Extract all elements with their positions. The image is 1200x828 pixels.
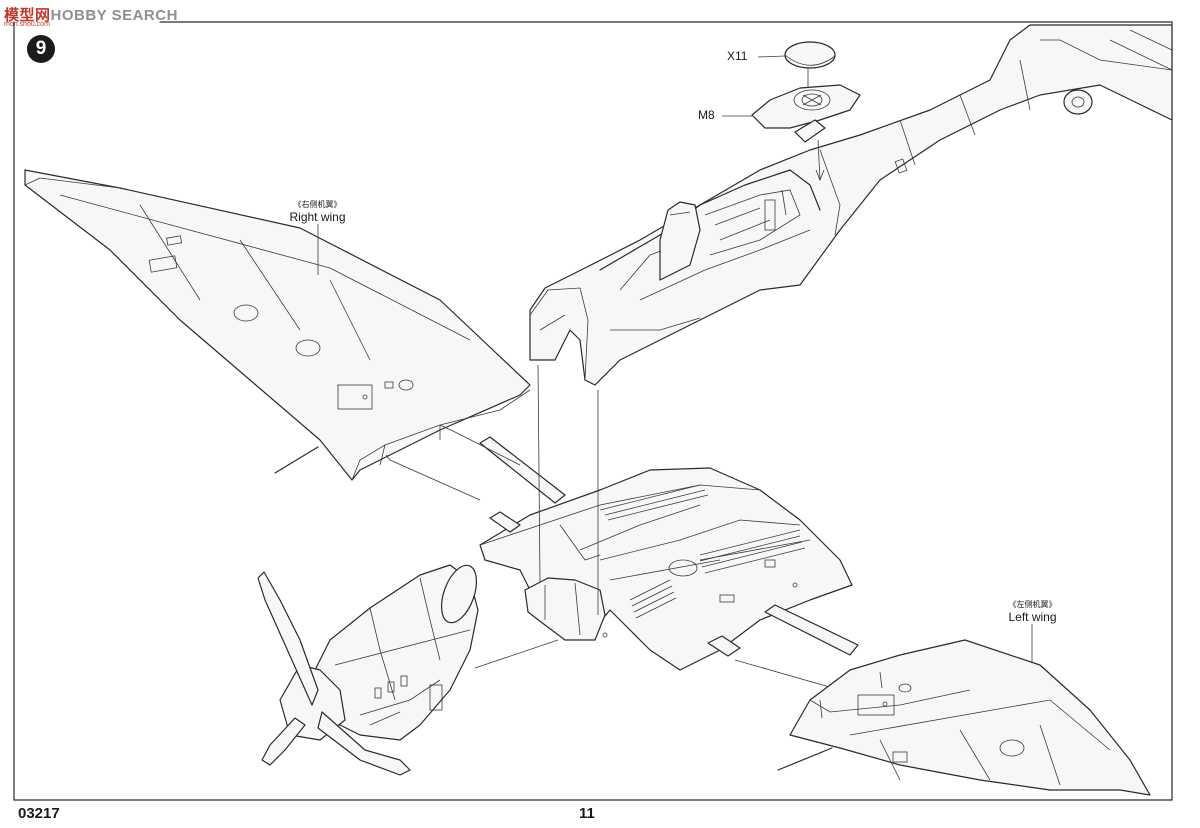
right-wing-part [24,169,531,481]
left-wing-label: 《左侧机翼》 Left wing [985,600,1080,624]
left-wing-label-cn: 《左侧机翼》 [1008,600,1057,609]
watermark-en: HOBBY SEARCH [50,7,178,24]
page-number: 11 [579,805,595,822]
step-number-badge: 9 [27,35,55,63]
fuselage-part [529,24,1173,386]
right-wing-label-en: Right wing [289,210,346,224]
assembly-guide-lines [385,364,841,691]
m8-cover-part [751,84,861,143]
product-code: 03217 [18,805,60,822]
center-wing-section-part [479,436,859,671]
watermark-logo: 模型网HOBBY SEARCH [4,4,178,25]
right-wing-label: 《右侧机翼》 Right wing [270,200,365,224]
right-wing-label-cn: 《右侧机翼》 [293,200,342,209]
left-wing-label-en: Left wing [1008,610,1057,624]
watermark-sub: mon.shou.com [4,21,50,28]
page-border [13,21,1173,801]
x11-lens-part [784,41,836,69]
callout-x11: X11 [727,49,748,63]
callout-m8: M8 [698,108,715,122]
left-wing-part [777,639,1151,796]
engine-propeller-part [257,564,479,776]
watermark-cn: 模型网 [4,7,51,24]
